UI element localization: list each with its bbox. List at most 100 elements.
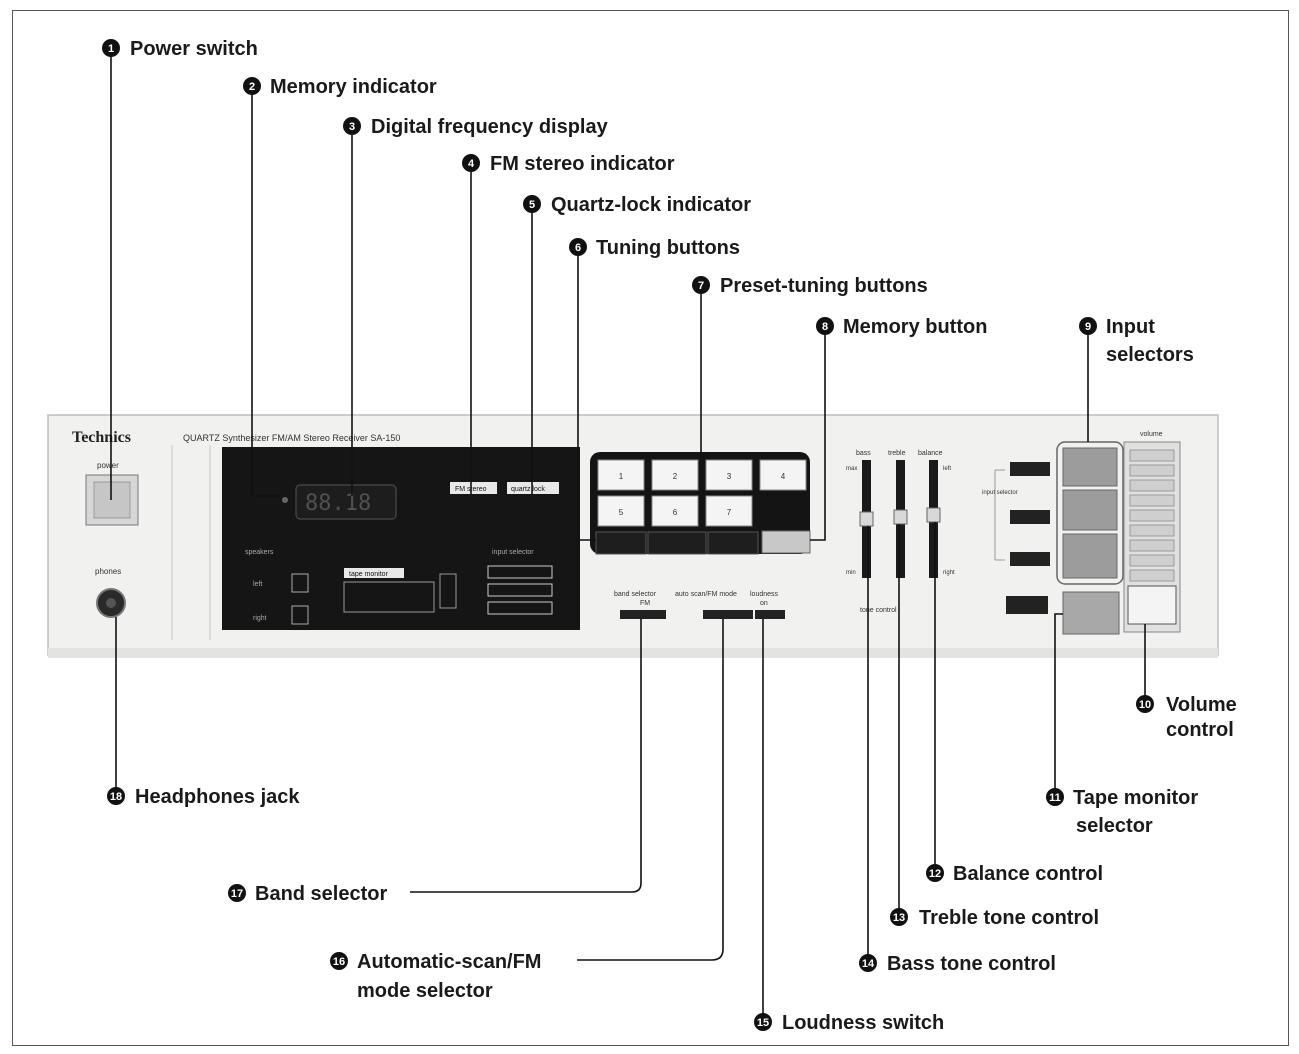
- callout-7: 7 Preset-tuning buttons: [692, 275, 928, 297]
- callout-10: 10 Volume control: [1136, 694, 1237, 741]
- callout-5: 5 Quartz-lock indicator: [523, 194, 751, 216]
- tuning-scan-button[interactable]: [647, 531, 707, 555]
- brand-logo: Technics: [72, 429, 131, 446]
- callout-number: 14: [862, 958, 875, 970]
- callout-label: Quartz-lock indicator: [551, 194, 751, 216]
- quartz-lock-indicator: [507, 482, 559, 494]
- svg-text:max: max: [846, 466, 857, 472]
- svg-text:treble: treble: [888, 450, 906, 457]
- input-selector-button-1[interactable]: [1062, 447, 1118, 487]
- callout-1: 1 Power switch: [102, 38, 258, 60]
- volume-scale-segment: [1129, 449, 1175, 462]
- volume-scale-segment: [1129, 539, 1175, 552]
- input-selector-aux-label: [1010, 552, 1050, 566]
- tuning-up-button[interactable]: [707, 531, 759, 555]
- callout-number: 8: [822, 321, 828, 333]
- callout-number: 3: [349, 121, 355, 133]
- svg-text:min: min: [846, 570, 856, 576]
- speaker-left-button[interactable]: [291, 573, 309, 593]
- volume-scale-segment: [1129, 554, 1175, 567]
- preset-button-6[interactable]: [651, 495, 699, 527]
- balance-slider-knob[interactable]: [926, 507, 941, 523]
- callout-number: 17: [231, 888, 243, 900]
- tape-monitor-label-box: [1006, 596, 1048, 614]
- callout-16: 16 Automatic-scan/FM mode selector: [330, 951, 541, 1002]
- bass-slider-knob[interactable]: [859, 511, 874, 527]
- input-selector-button-2[interactable]: [1062, 489, 1118, 531]
- callout-number: 1: [108, 43, 114, 55]
- memory-button[interactable]: [761, 530, 811, 554]
- preset-button-2[interactable]: [651, 459, 699, 491]
- svg-text:88.18: 88.18: [305, 491, 371, 516]
- callout-label: Tuning buttons: [596, 237, 740, 259]
- callout-number: 11: [1049, 792, 1061, 804]
- callout-9: 9 Input selectors: [1079, 316, 1194, 366]
- preset-button-1[interactable]: [597, 459, 645, 491]
- preset-button-label: 2: [673, 472, 678, 481]
- volume-scale-segment: [1129, 524, 1175, 537]
- callout-number: 12: [929, 868, 941, 880]
- callout-label: Volume: [1166, 694, 1237, 716]
- callout-number: 4: [468, 158, 475, 170]
- volume-slider-knob[interactable]: [1127, 585, 1177, 625]
- callout-3: 3 Digital frequency display: [343, 116, 609, 138]
- tuning-down-button[interactable]: [595, 531, 647, 555]
- callout-8: 8 Memory button: [816, 316, 987, 338]
- callout-label: Balance control: [953, 863, 1103, 885]
- preset-button-label: 6: [673, 508, 678, 517]
- volume-scale-segment: [1129, 509, 1175, 522]
- callout-2: 2 Memory indicator: [243, 76, 437, 98]
- preset-button-4[interactable]: [759, 459, 807, 491]
- callout-label: Preset-tuning buttons: [720, 275, 928, 297]
- callout-label: Loudness switch: [782, 1012, 944, 1034]
- preset-button-label: 4: [781, 472, 786, 481]
- model-line: QUARTZ Synthesizer FM/AM Stereo Receiver…: [183, 433, 400, 443]
- display-window: [222, 447, 580, 630]
- preset-button-5[interactable]: [597, 495, 645, 527]
- svg-text:input selector: input selector: [982, 490, 1018, 496]
- callout-6: 6 Tuning buttons: [569, 237, 740, 259]
- preset-button-label: 1: [619, 472, 624, 481]
- svg-text:balance: balance: [918, 450, 943, 457]
- callout-number: 13: [893, 912, 905, 924]
- svg-text:left: left: [253, 581, 262, 588]
- callout-number: 7: [698, 280, 704, 292]
- callout-label: FM stereo indicator: [490, 153, 675, 175]
- speaker-right-button[interactable]: [291, 605, 309, 625]
- callout-number: 15: [757, 1017, 769, 1029]
- preset-button-3[interactable]: [705, 459, 753, 491]
- svg-text:on: on: [760, 600, 768, 607]
- svg-text:FM: FM: [640, 600, 650, 607]
- svg-text:right: right: [253, 615, 267, 622]
- callout-label-line2: selector: [1076, 815, 1153, 837]
- loudness-switch[interactable]: [755, 610, 785, 619]
- callout-label: Tape monitor: [1073, 787, 1198, 809]
- callout-label-line2: selectors: [1106, 344, 1194, 366]
- volume-scale-segment: [1129, 569, 1175, 582]
- callout-label-line2: mode selector: [357, 980, 493, 1002]
- preset-button-label: 5: [619, 508, 624, 517]
- callout-number: 2: [249, 81, 255, 93]
- callout-number: 5: [529, 199, 535, 211]
- preset-button-7[interactable]: [705, 495, 753, 527]
- callout-label: Memory button: [843, 316, 987, 338]
- callout-label: Digital frequency display: [371, 116, 609, 138]
- svg-text:volume: volume: [1140, 431, 1163, 438]
- power-label: power: [97, 461, 119, 470]
- tape-monitor-button[interactable]: [1062, 591, 1120, 635]
- band-selector-switch[interactable]: [620, 610, 666, 619]
- callout-number: 6: [575, 242, 581, 254]
- volume-scale-segment: [1129, 464, 1175, 477]
- volume-scale-segment: [1129, 479, 1175, 492]
- callout-18: 18 Headphones jack: [107, 786, 300, 808]
- auto-scan-switch[interactable]: [703, 610, 753, 619]
- callout-15: 15 Loudness switch: [754, 1012, 944, 1034]
- svg-text:tape monitor: tape monitor: [349, 571, 389, 578]
- input-selector-button-3[interactable]: [1062, 533, 1118, 579]
- tone-control-label: tone control: [860, 607, 897, 614]
- treble-slider-knob[interactable]: [893, 509, 908, 525]
- auto-scan-label: auto scan/FM mode: [675, 591, 737, 598]
- preset-button-label: 7: [727, 508, 732, 517]
- phones-label: phones: [95, 567, 121, 576]
